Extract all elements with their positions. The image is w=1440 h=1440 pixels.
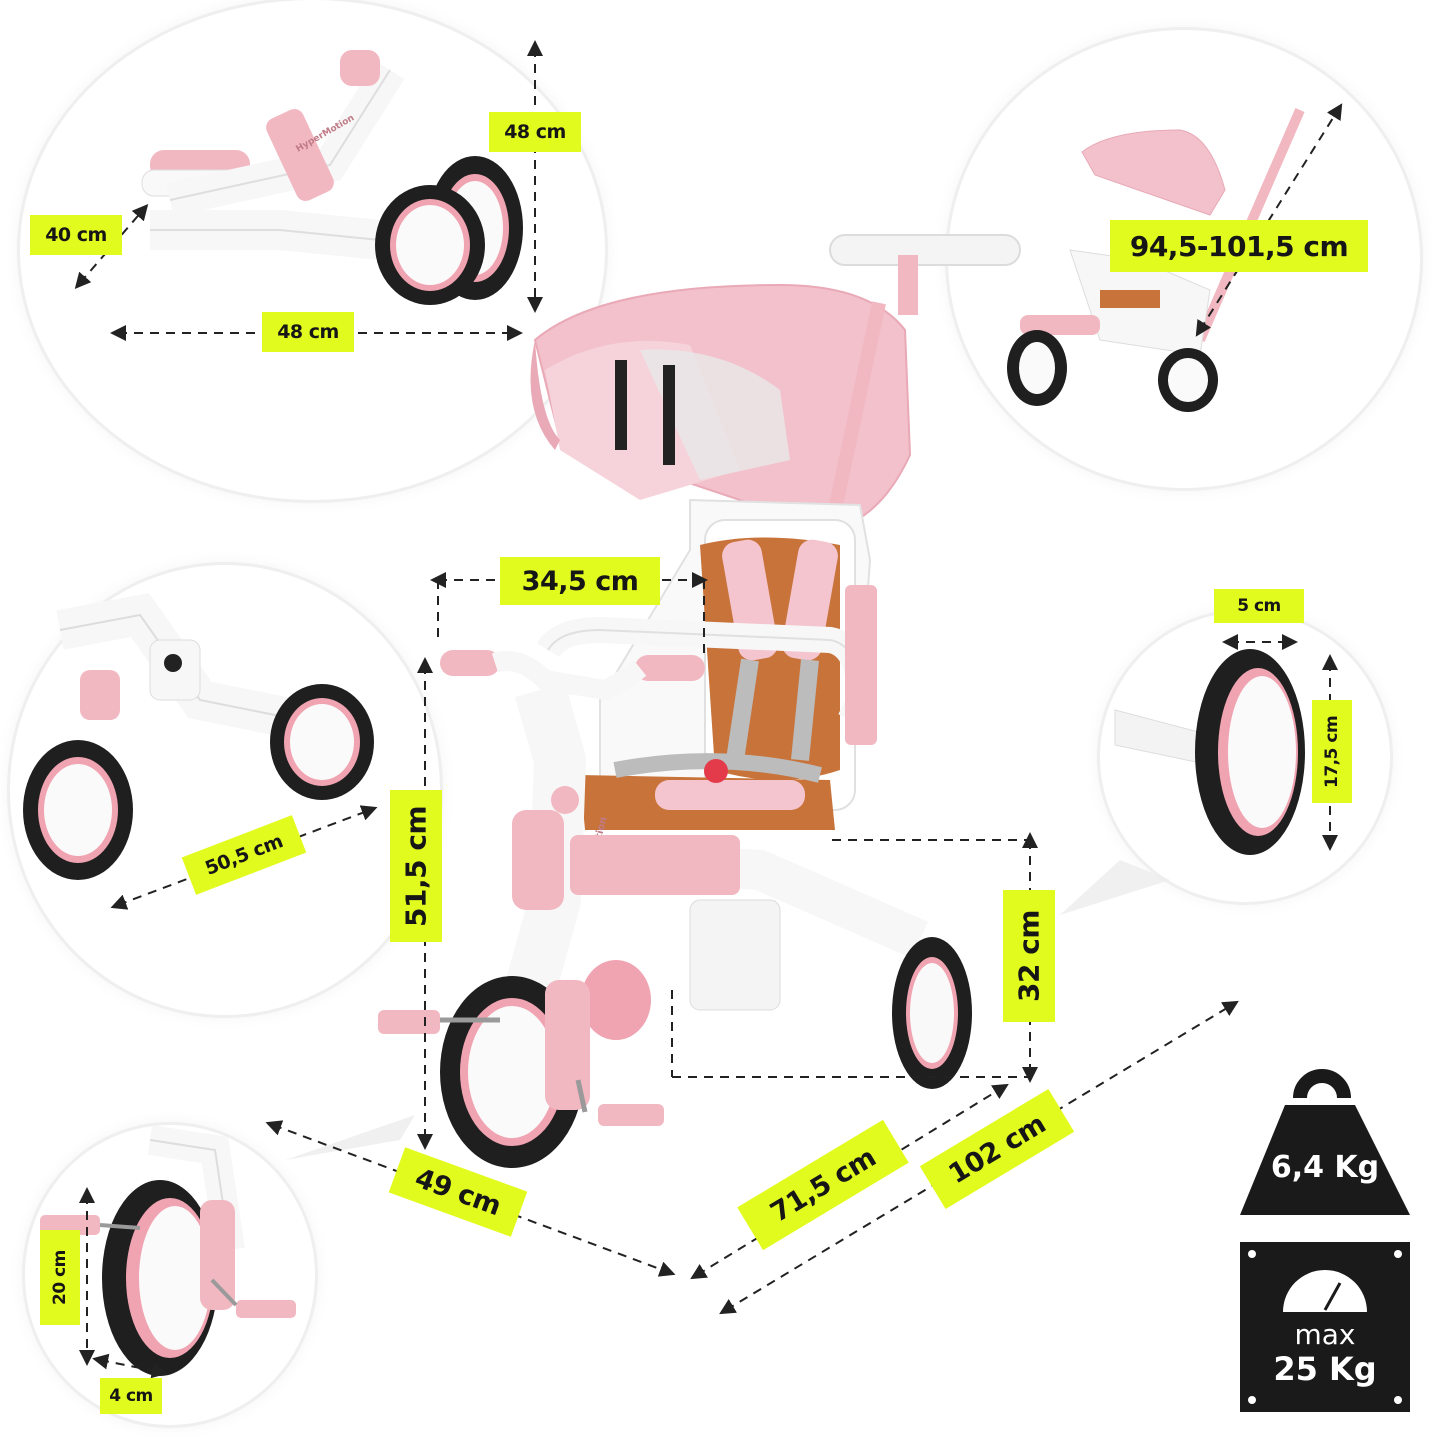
seat-to-ground-label: 32 cm: [1003, 890, 1055, 1022]
front-wheel-height-label: 20 cm: [40, 1230, 80, 1325]
pedal-detail: [40, 1115, 415, 1376]
wheel-detail: [1060, 649, 1305, 915]
pedal-offset-label: 4 cm: [100, 1378, 162, 1414]
weight-icon: [1240, 1069, 1410, 1215]
wheel-width-label: 5 cm: [1214, 589, 1304, 623]
wheel-diameter-label: 17,5 cm: [1312, 700, 1352, 803]
balance-bike: [23, 592, 374, 880]
weight-value: 6,4 Kg: [1270, 1150, 1380, 1185]
seat-height-label: 51,5 cm: [390, 790, 442, 942]
max-load-value: 25 Kg: [1273, 1350, 1377, 1388]
folded-trike: HyperMotion: [141, 50, 523, 305]
max-load-prefix: max: [1294, 1318, 1356, 1351]
handle-height-label: 94,5-101,5 cm: [1110, 220, 1368, 272]
folded-height-label: 48 cm: [489, 112, 581, 152]
gauge-icon: [1240, 1242, 1410, 1412]
folded-depth-label: 40 cm: [30, 215, 122, 255]
main-tricycle: HyperMotion: [378, 234, 1021, 1168]
folded-length-label: 48 cm: [262, 312, 354, 352]
seat-width-label: 34,5 cm: [500, 557, 660, 605]
